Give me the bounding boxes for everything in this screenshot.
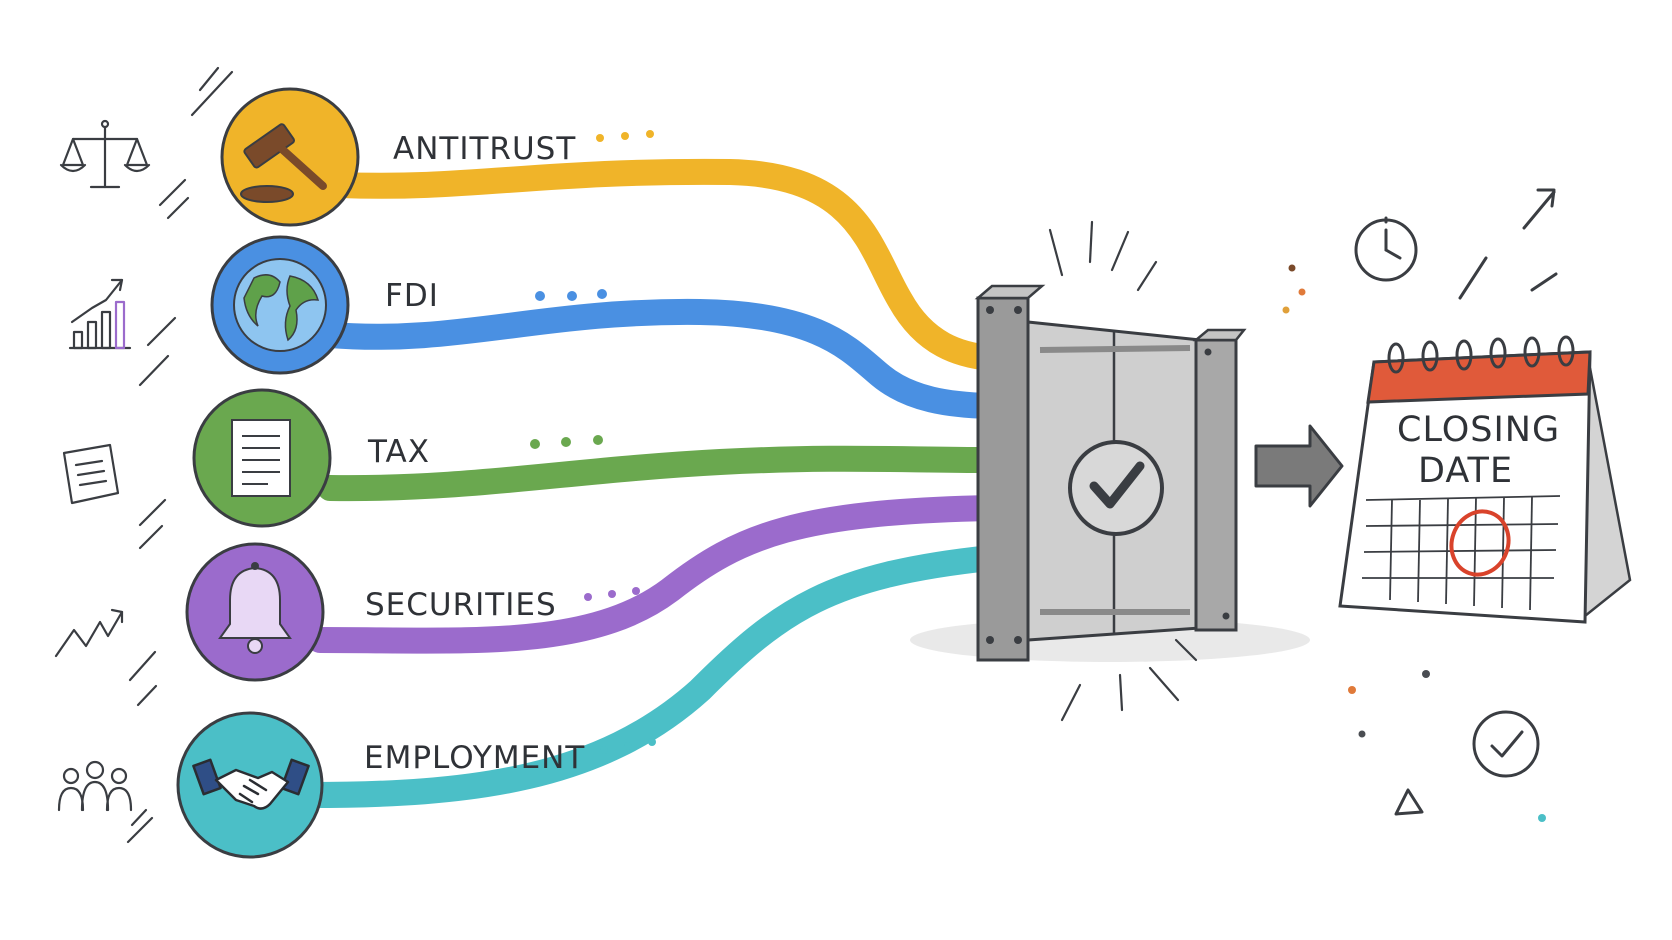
label-antitrust: ANTITRUST [393,131,576,167]
bar-chart-icon [68,278,132,350]
note-icon [62,443,120,505]
people-icon [57,760,133,812]
scales-icon [59,119,151,189]
calendar-line1: CLOSING [1397,410,1560,450]
decor-dots [1282,264,1546,822]
label-dots [530,130,656,754]
closing-date-mark [1449,509,1511,577]
stream-antitrust [220,87,360,227]
globe-icon [233,258,327,352]
arrow-right-icon [1254,424,1344,508]
stream-securities [185,542,325,682]
ribbon-fdi [317,298,1003,419]
check-circle-icon [1472,710,1540,778]
label-fdi: FDI [385,278,439,314]
stream-fdi [210,235,350,375]
stream-tax [192,388,332,528]
ribbon-securities [307,495,1003,654]
zigzag-trend-icon [54,608,124,658]
clock-icon [1354,216,1418,282]
ribbon-antitrust [327,158,1003,371]
gate-check-icon [910,220,1310,722]
label-tax: TAX [367,434,430,470]
motion-strokes [126,66,234,844]
handshake-icon [192,758,310,810]
label-employment: EMPLOYMENT [364,740,585,776]
stream-employment [176,711,324,859]
label-securities: SECURITIES [365,587,557,623]
ribbon-tax [317,445,1003,502]
ribbon-employment [297,545,1003,808]
gavel-icon [240,123,327,203]
calendar-line2: DATE [1418,451,1513,491]
triangle-icon [1394,788,1424,816]
arrow-up-right-icon [1458,188,1558,300]
ribbons [297,158,1003,808]
calendar-icon: CLOSING DATE [1338,335,1632,624]
document-icon [231,419,291,497]
bell-icon [218,562,292,654]
